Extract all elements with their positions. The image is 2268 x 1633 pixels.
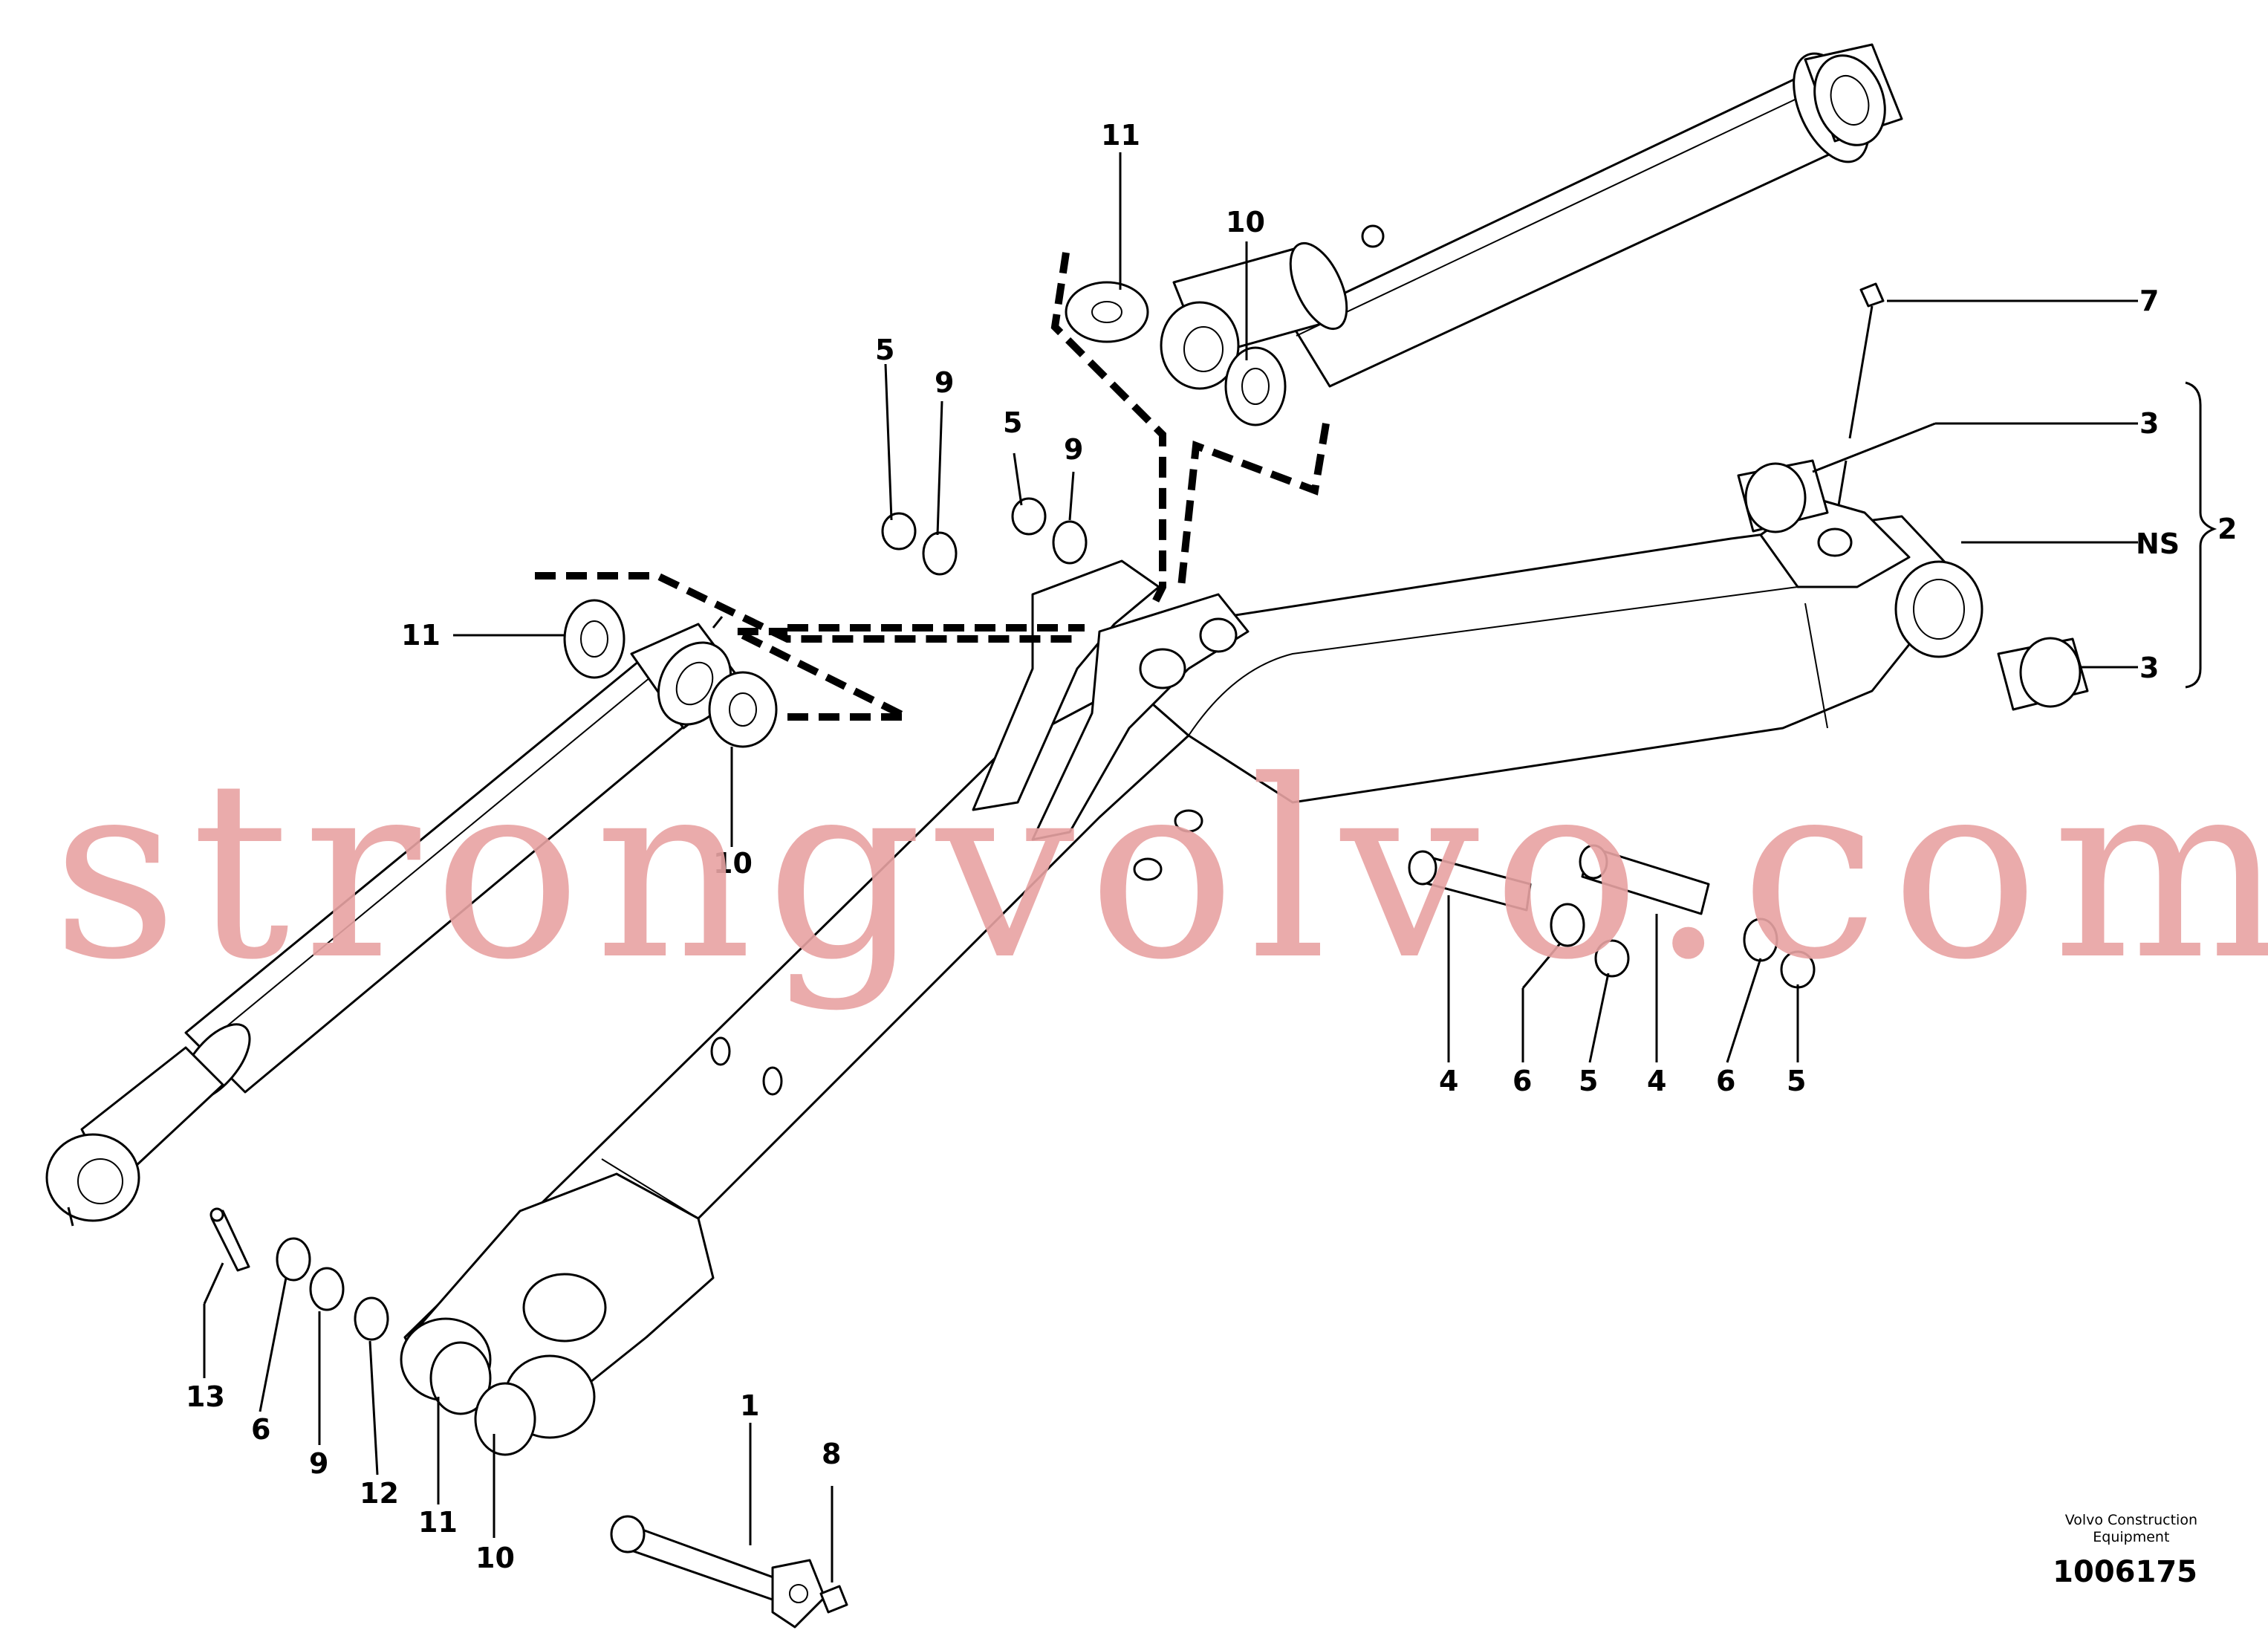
callout-5-mid: 5 bbox=[1003, 406, 1022, 439]
callout-8: 8 bbox=[822, 1438, 841, 1470]
brand-block: Volvo Construction Equipment bbox=[2065, 1512, 2197, 1546]
callout-labels: 11 10 5 9 5 9 7 3 NS 2 3 11 10 4 6 5 4 6… bbox=[186, 119, 2237, 1574]
brand-line-2: Equipment bbox=[2093, 1529, 2170, 1545]
callout-13: 13 bbox=[186, 1380, 225, 1413]
callout-ns: NS bbox=[2136, 527, 2180, 560]
left-hydraulic-cylinder bbox=[45, 616, 744, 1227]
callout-6-b: 6 bbox=[1716, 1065, 1735, 1097]
callout-11-left: 11 bbox=[401, 619, 441, 652]
callout-4-b: 4 bbox=[1647, 1065, 1666, 1097]
callout-9-c: 9 bbox=[309, 1447, 328, 1480]
brand-line-1: Volvo Construction bbox=[2064, 1512, 2197, 1528]
boom-arm bbox=[400, 496, 1983, 1439]
callout-4-a: 4 bbox=[1439, 1065, 1458, 1097]
callout-5-d: 5 bbox=[1787, 1065, 1806, 1097]
callout-9-left: 9 bbox=[935, 366, 954, 399]
callout-11-c: 11 bbox=[418, 1506, 458, 1539]
callout-1: 1 bbox=[740, 1389, 759, 1422]
callout-10-c: 10 bbox=[475, 1542, 515, 1574]
callout-2: 2 bbox=[2217, 513, 2237, 545]
dashed-guides bbox=[535, 252, 1330, 721]
callout-3-bottom: 3 bbox=[2139, 652, 2159, 684]
callout-5-left: 5 bbox=[875, 334, 894, 366]
callout-11-top: 11 bbox=[1101, 119, 1140, 152]
leader-lines bbox=[203, 152, 2217, 1582]
callout-3-top: 3 bbox=[2139, 407, 2159, 440]
callout-5-c: 5 bbox=[1579, 1065, 1598, 1097]
callout-12: 12 bbox=[360, 1477, 399, 1510]
document-number: 1006175 bbox=[2053, 1555, 2197, 1589]
callout-6-a: 6 bbox=[1512, 1065, 1532, 1097]
pins-and-hardware bbox=[209, 281, 2089, 1629]
callout-6-c: 6 bbox=[251, 1413, 270, 1446]
callout-9-mid: 9 bbox=[1064, 433, 1083, 466]
callout-10-left: 10 bbox=[713, 847, 753, 880]
upper-hydraulic-cylinder bbox=[1160, 43, 1903, 390]
callout-7: 7 bbox=[2139, 285, 2159, 317]
callout-10-top: 10 bbox=[1226, 206, 1265, 238]
